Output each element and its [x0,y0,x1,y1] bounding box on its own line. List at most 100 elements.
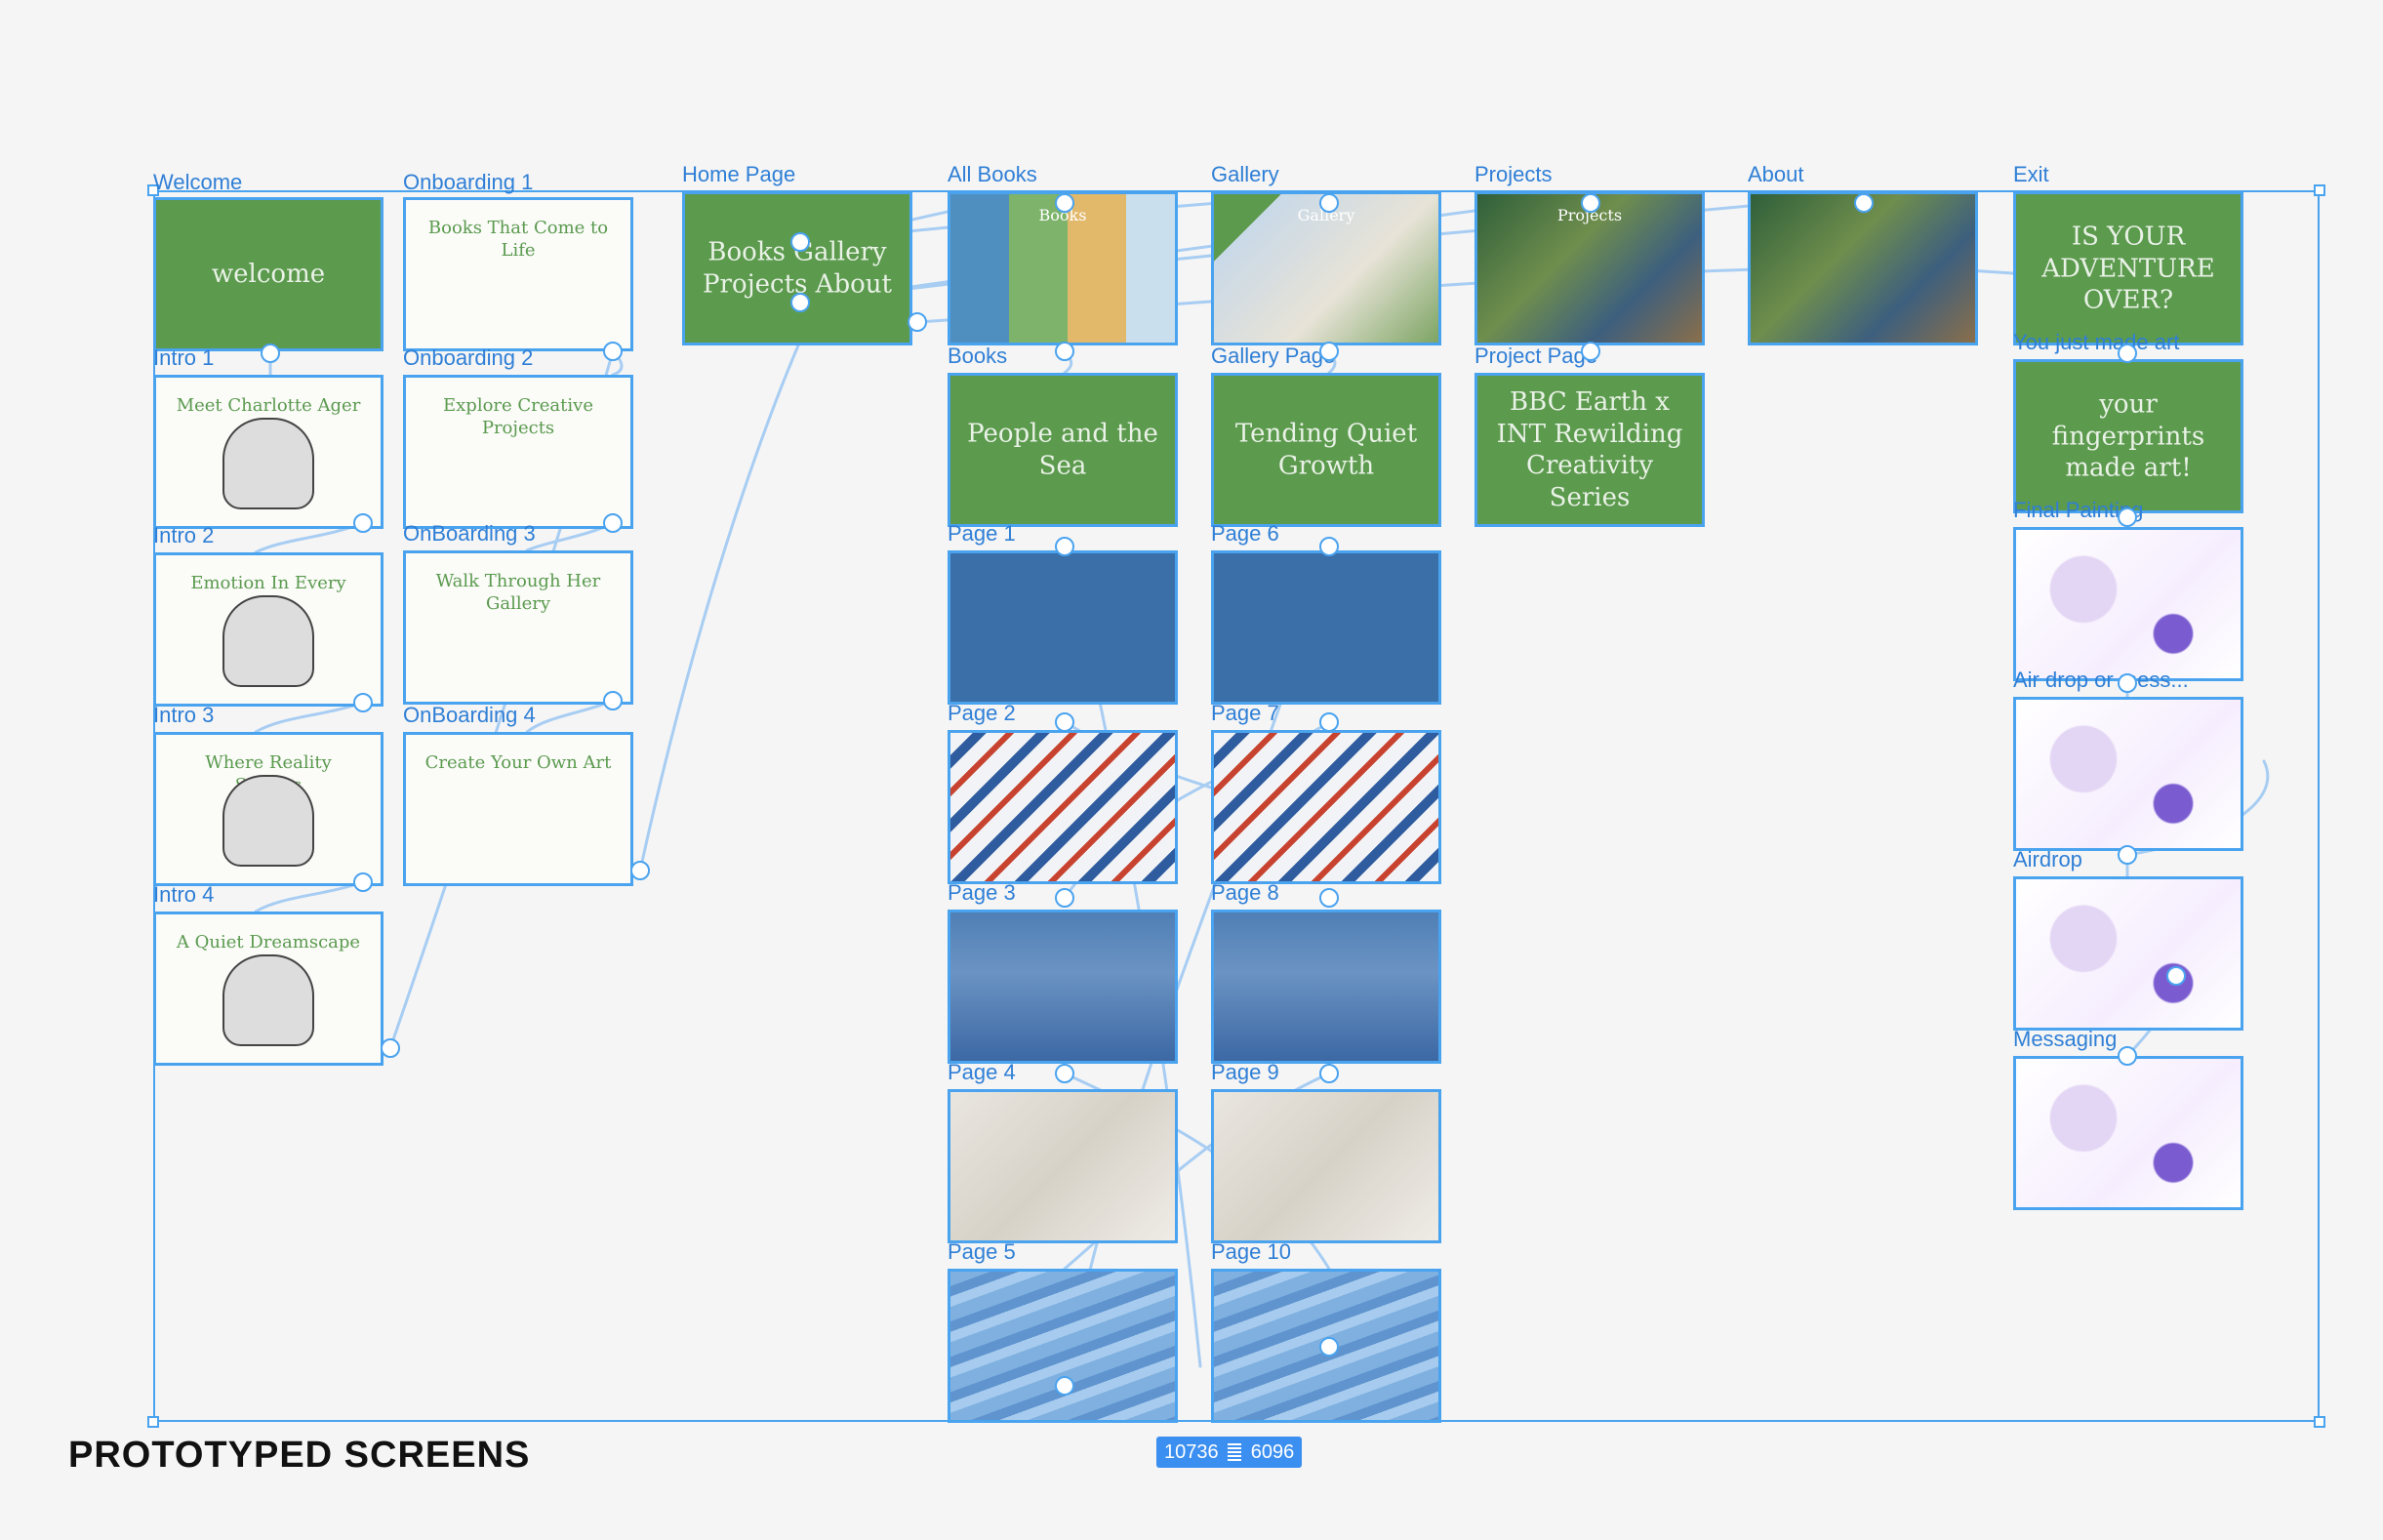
connection-hotspot[interactable] [1055,712,1074,732]
frame-label-you-just-made-art[interactable]: You just made art [2013,330,2180,354]
frame-label-page-3[interactable]: Page 3 [948,880,1016,905]
frame-label-onboarding-3[interactable]: OnBoarding 3 [403,521,536,546]
connection-hotspot[interactable] [1055,1376,1074,1396]
frame-label-gallery[interactable]: Gallery [1211,162,1279,186]
frame-label-welcome[interactable]: Welcome [153,170,243,194]
frame-page-1[interactable] [948,550,1178,705]
frame-final-painting[interactable] [2013,527,2243,681]
connection-hotspot[interactable] [1319,537,1339,556]
connection-hotspot[interactable] [603,342,623,361]
frame-welcome[interactable]: welcome [153,197,384,351]
frame-page-6[interactable] [1211,550,1441,705]
connection-hotspot[interactable] [630,861,650,880]
frame-label-airdrop[interactable]: Airdrop [2013,847,2082,871]
frame-label-onboarding-2[interactable]: Onboarding 2 [403,345,534,370]
frame-label-gallery-page[interactable]: Gallery Page [1211,344,1336,368]
frame-intro-1[interactable]: Meet Charlotte Ager [153,375,384,529]
connection-hotspot[interactable] [1055,537,1074,556]
frame-intro-2[interactable]: Emotion In Every Line [153,552,384,707]
connection-hotspot[interactable] [1581,342,1600,361]
frame-airdrop-or-message[interactable] [2013,697,2243,851]
frame-onboarding-3[interactable]: Walk Through Her Gallery [403,550,633,705]
frame-onboarding-2[interactable]: Explore Creative Projects [403,375,633,529]
connection-hotspot[interactable] [1581,193,1600,213]
frame-books[interactable]: People and the Sea [948,373,1178,527]
connection-hotspot[interactable] [261,344,280,363]
frame-label-page-2[interactable]: Page 2 [948,701,1016,725]
frame-label-page-1[interactable]: Page 1 [948,521,1016,546]
connection-hotspot[interactable] [1319,1337,1339,1357]
frame-label-page-4[interactable]: Page 4 [948,1060,1016,1084]
frame-label-all-books[interactable]: All Books [948,162,1037,186]
connection-hotspot[interactable] [353,872,373,892]
connection-hotspot[interactable] [1319,1064,1339,1083]
frame-label-airdrop-or-message[interactable]: Air drop or mess... [2013,668,2189,692]
frame-messaging[interactable] [2013,1056,2243,1210]
frame-projects[interactable]: Projects [1474,191,1705,345]
connection-hotspot[interactable] [1055,1064,1074,1083]
connection-hotspot[interactable] [1854,193,1874,213]
connection-hotspot[interactable] [603,691,623,710]
resize-handle-top-left[interactable] [147,184,159,196]
frame-page-8[interactable] [1211,910,1441,1064]
frame-gallery-page[interactable]: Tending Quiet Growth [1211,373,1441,527]
frame-label-home-page[interactable]: Home Page [682,162,796,186]
frame-label-intro-3[interactable]: Intro 3 [153,703,215,727]
frame-page-2[interactable] [948,730,1178,884]
frame-label-intro-1[interactable]: Intro 1 [153,345,215,370]
frame-airdrop[interactable] [2013,876,2243,1031]
connection-hotspot[interactable] [790,293,810,312]
frame-label-page-5[interactable]: Page 5 [948,1239,1016,1264]
connection-hotspot[interactable] [353,513,373,533]
frame-label-intro-2[interactable]: Intro 2 [153,523,215,547]
connection-hotspot[interactable] [1055,888,1074,908]
connection-hotspot[interactable] [1055,193,1074,213]
resize-handle-bottom-right[interactable] [2314,1416,2325,1428]
frame-label-project-page[interactable]: Project Page [1474,344,1597,368]
frame-label-about[interactable]: About [1748,162,1804,186]
frame-label-books[interactable]: Books [948,344,1008,368]
connection-hotspot[interactable] [1319,193,1339,213]
frame-label-page-10[interactable]: Page 10 [1211,1239,1291,1264]
connection-hotspot[interactable] [790,232,810,252]
frame-label-page-8[interactable]: Page 8 [1211,880,1279,905]
frame-home-page[interactable]: Books Gallery Projects About [682,191,912,345]
connection-hotspot[interactable] [2118,1046,2137,1066]
frame-label-messaging[interactable]: Messaging [2013,1027,2118,1051]
frame-page-5[interactable] [948,1269,1178,1423]
connection-hotspot[interactable] [2118,673,2137,693]
connection-hotspot[interactable] [2118,344,2137,363]
frame-page-9[interactable] [1211,1089,1441,1243]
frame-all-books[interactable]: Books [948,191,1178,345]
connection-hotspot[interactable] [2166,966,2186,986]
connection-hotspot[interactable] [2118,507,2137,527]
frame-onboarding-1[interactable]: Books That Come to Life [403,197,633,351]
connection-hotspot[interactable] [353,693,373,712]
connection-hotspot[interactable] [603,513,623,533]
frame-label-onboarding-1[interactable]: Onboarding 1 [403,170,534,194]
frame-page-7[interactable] [1211,730,1441,884]
frame-gallery[interactable]: Gallery [1211,191,1441,345]
frame-label-intro-4[interactable]: Intro 4 [153,882,215,907]
frame-label-projects[interactable]: Projects [1474,162,1553,186]
frame-exit[interactable]: IS YOUR ADVENTURE OVER? [2013,191,2243,345]
frame-intro-3[interactable]: Where Reality Softens [153,732,384,886]
frame-label-page-9[interactable]: Page 9 [1211,1060,1279,1084]
connection-hotspot[interactable] [1319,888,1339,908]
frame-project-page[interactable]: BBC Earth x INT Rewilding Creativity Ser… [1474,373,1705,527]
connection-hotspot[interactable] [1055,342,1074,361]
frame-onboarding-4[interactable]: Create Your Own Art [403,732,633,886]
connection-hotspot[interactable] [1319,342,1339,361]
frame-label-exit[interactable]: Exit [2013,162,2049,186]
resize-handle-top-right[interactable] [2314,184,2325,196]
resize-handle-bottom-left[interactable] [147,1416,159,1428]
frame-intro-4[interactable]: A Quiet Dreamscape [153,912,384,1066]
connection-hotspot[interactable] [908,312,927,332]
connection-hotspot[interactable] [1319,712,1339,732]
frame-page-4[interactable] [948,1089,1178,1243]
frame-page-3[interactable] [948,910,1178,1064]
connection-hotspot[interactable] [2118,845,2137,865]
connection-hotspot[interactable] [381,1038,400,1058]
frame-label-page-7[interactable]: Page 7 [1211,701,1279,725]
